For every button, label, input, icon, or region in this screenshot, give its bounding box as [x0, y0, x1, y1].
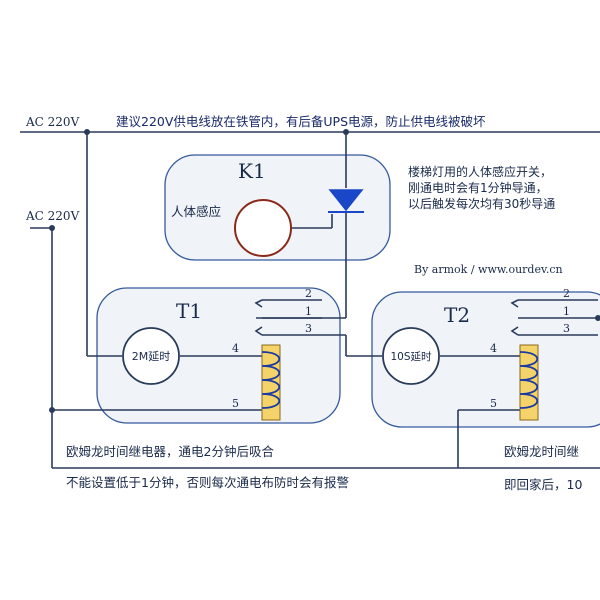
t1-timer-label: 2M延时 [132, 350, 171, 363]
t2-coil [519, 344, 539, 421]
t2-box [371, 291, 600, 428]
ac-label-mid: AC 220V [25, 209, 80, 223]
bottom-note-left-1: 欧姆龙时间继电器，通电2分钟后吸合 [66, 444, 274, 459]
side-note-line-1: 楼梯灯用的人体感应开关， [408, 164, 552, 179]
junctions [49, 129, 600, 413]
bottom-note-left-2: 不能设置低于1分钟，否则每次通电布防时会有报警 [66, 475, 349, 490]
t1-pin-4: 4 [232, 342, 239, 355]
t1-pin-3: 3 [305, 322, 312, 335]
t2-pin-1: 1 [563, 305, 570, 318]
ac-label-top: AC 220V [25, 115, 80, 129]
k1-title: K1 [238, 159, 266, 183]
t1-pin-1: 1 [305, 305, 312, 318]
side-note-line-2: 刚通电时会有1分钟导通， [408, 180, 548, 195]
t1-pin-5: 5 [232, 397, 239, 410]
t2-pin-3: 3 [563, 322, 570, 335]
k1-sensor-label: 人体感应 [171, 204, 221, 219]
t2-pin-2: 2 [563, 287, 570, 300]
t2-pin-4: 4 [490, 342, 497, 355]
t2-timer-label: 10S延时 [390, 351, 432, 363]
t2-contacts [510, 299, 519, 336]
side-note-line-3: 以后触发每次均有30秒导通 [408, 196, 555, 211]
wires [20, 131, 600, 469]
bottom-note-right-2: 即回家后，10 [504, 477, 582, 492]
t2-timer-circle [382, 327, 440, 385]
t1-contacts [254, 299, 322, 336]
t1-pin-2: 2 [305, 287, 312, 300]
t1-coil [261, 344, 281, 421]
credit-text: By armok / www.ourdev.cn [414, 263, 563, 276]
t1-title: T1 [176, 299, 202, 323]
triac-symbol [328, 189, 364, 213]
top-note: 建议220V供电线放在铁管内，有后备UPS电源，防止供电线被破坏 [116, 114, 486, 129]
t1-timer-circle [122, 327, 180, 385]
k1-sensor-circle [234, 199, 292, 257]
t2-pin-5: 5 [490, 397, 497, 410]
t2-title: T2 [444, 303, 470, 327]
bottom-note-right-1: 欧姆龙时间继 [504, 444, 579, 459]
